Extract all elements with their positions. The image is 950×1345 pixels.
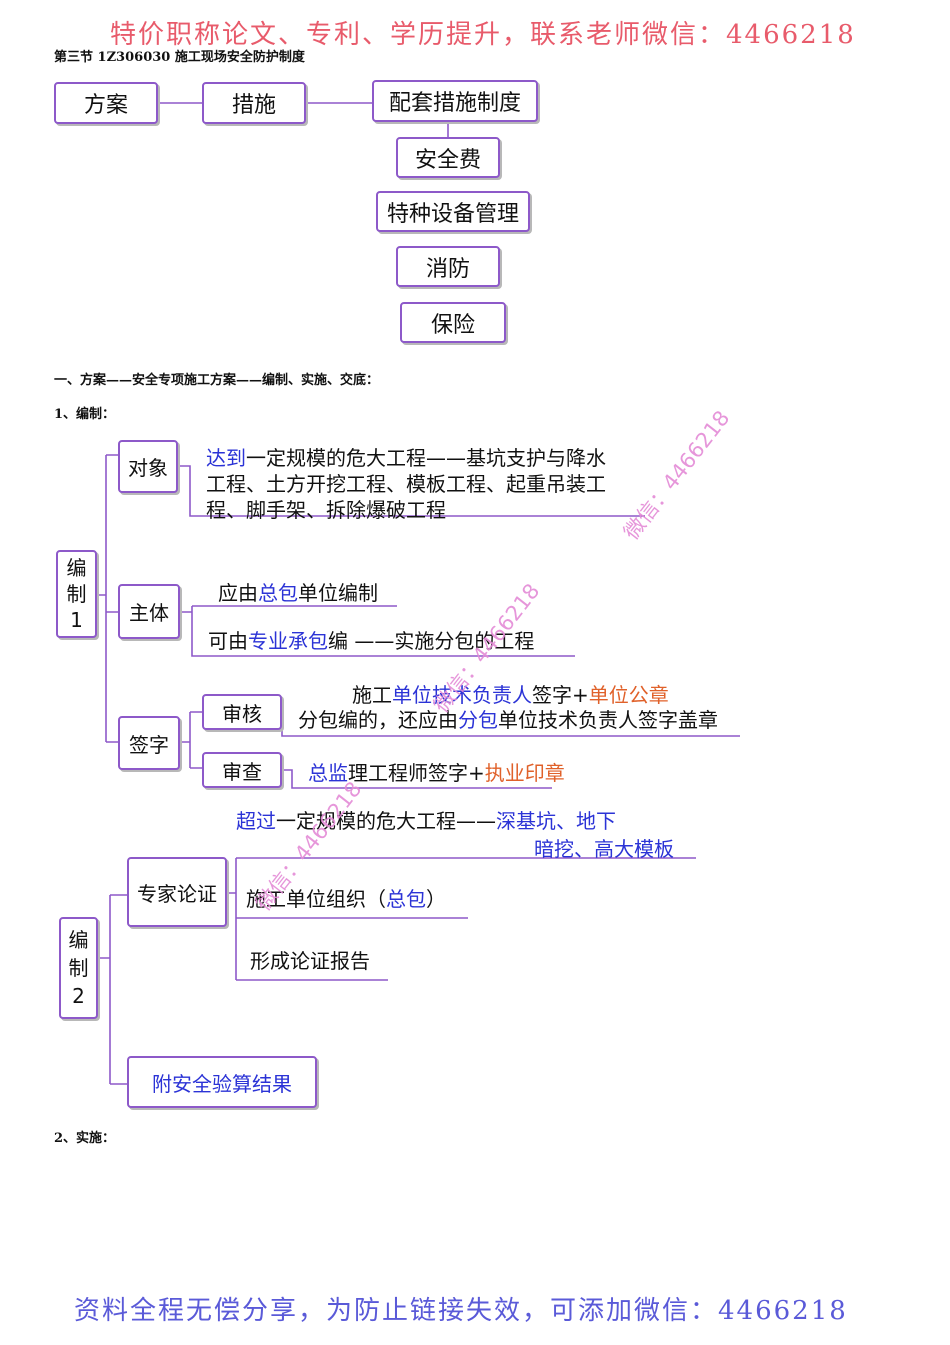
safety-fee-box: 安全费 bbox=[396, 137, 500, 178]
compile2-root-char: 2 bbox=[72, 984, 85, 1008]
bottom-banner: 资料全程无偿分享，为防止链接失效，可添加微信：4466218 bbox=[74, 1296, 848, 1326]
attach-result-box: 附安全验算结果 bbox=[127, 1056, 317, 1108]
subject-box: 主体 bbox=[118, 584, 180, 639]
measures-label: 措施 bbox=[231, 93, 276, 118]
measures-box: 措施 bbox=[202, 82, 306, 124]
chief-supervisor-text: 总监 bbox=[308, 761, 348, 785]
top-banner: 特价职称论文、专利、学历提升，联系老师微信：4466218 bbox=[110, 20, 856, 50]
tech-lead-text: 单位技术负责人 bbox=[392, 683, 532, 707]
compile2-root-char: 编 bbox=[68, 928, 89, 952]
attach-result-label: 附安全验算结果 bbox=[152, 1071, 292, 1096]
review-l2-a: 分包编的，还应由 bbox=[298, 708, 458, 732]
subject-l1-c: 单位编制 bbox=[298, 581, 378, 605]
organize-line: 施工单位组织（总包） bbox=[246, 883, 446, 912]
review-l2-c: 单位技术负责人签字盖章 bbox=[498, 708, 718, 732]
expert-review-label: 专家论证 bbox=[137, 881, 217, 906]
subcontract-text: 分包 bbox=[458, 708, 498, 732]
object-box: 对象 bbox=[118, 440, 178, 493]
subject-line-2: 可由专业承包编 ——实施分包的工程 bbox=[208, 625, 534, 654]
org-general-contractor: 总包 bbox=[386, 887, 426, 911]
compile1-root-char: 1 bbox=[70, 608, 83, 632]
heading-implement: 2、实施： bbox=[54, 1131, 116, 1146]
review-l1-c: 签字+ bbox=[532, 683, 589, 707]
review-label: 审核 bbox=[222, 701, 262, 726]
heading-compile: 1、编制： bbox=[54, 407, 116, 422]
object-line-1: 达到一定规模的危大工程——基坑支护与降水 bbox=[206, 442, 606, 471]
subject-label: 主体 bbox=[129, 601, 169, 625]
org-c: ） bbox=[426, 887, 446, 911]
expert-review-box: 专家论证 bbox=[127, 857, 227, 927]
exceed-b: 一定规模的危大工程—— bbox=[276, 809, 496, 833]
insurance-label: 保险 bbox=[430, 312, 475, 338]
company-seal-text: 单位公章 bbox=[588, 683, 669, 707]
safety-fee-label: 安全费 bbox=[414, 147, 481, 173]
fire-protection-label: 消防 bbox=[425, 256, 470, 282]
general-contractor-text: 总包 bbox=[258, 581, 298, 605]
compile1-root-char: 编 bbox=[66, 556, 87, 580]
object-line-3: 程、脚手架、拆除爆破工程 bbox=[206, 498, 446, 522]
compile1-root-char: 制 bbox=[66, 582, 87, 606]
subject-l2-c: 编 ——实施分包的工程 bbox=[328, 629, 535, 653]
supporting-measures-box: 配套措施制度 bbox=[372, 80, 538, 122]
deep-pit-text: 深基坑、地下 bbox=[496, 809, 616, 833]
check-line: 总监理工程师签字+执业印章 bbox=[308, 757, 565, 786]
practice-seal-text: 执业印章 bbox=[484, 761, 565, 785]
object-line-2: 工程、土方开挖工程、模板工程、起重吊装工 bbox=[206, 472, 606, 496]
object-line-1-text: 一定规模的危大工程——基坑支护与降水 bbox=[246, 446, 606, 470]
subject-line-1: 应由总包单位编制 bbox=[218, 577, 378, 606]
sign-box: 签字 bbox=[118, 716, 180, 770]
plan-box: 方案 bbox=[54, 82, 158, 124]
review-box: 审核 bbox=[202, 694, 282, 730]
heading-plan: 一、方案——安全专项施工方案——编制、实施、交底： bbox=[54, 373, 380, 388]
compile2-root-box: 编 制 2 bbox=[59, 917, 98, 1019]
sign-label: 签字 bbox=[129, 732, 169, 757]
special-equipment-box: 特种设备管理 bbox=[376, 191, 530, 232]
supporting-measures-label: 配套措施制度 bbox=[388, 91, 521, 116]
org-a: 施工单位组织（ bbox=[246, 887, 386, 911]
report-line: 形成论证报告 bbox=[250, 949, 370, 973]
check-box: 审查 bbox=[202, 752, 282, 788]
exceed-line-2: 暗挖、高大模板 bbox=[534, 837, 674, 861]
specialty-contractor-text: 专业承包 bbox=[248, 629, 328, 653]
special-equipment-label: 特种设备管理 bbox=[386, 201, 519, 227]
exceed-line-1: 超过一定规模的危大工程——深基坑、地下 bbox=[236, 805, 616, 834]
review-line-1: 施工单位技术负责人签字+单位公章 bbox=[352, 679, 669, 708]
subject-l1-a: 应由 bbox=[218, 581, 258, 605]
compile2-root-char: 制 bbox=[68, 956, 89, 980]
check-b: 理工程师签字+ bbox=[348, 761, 485, 785]
review-line-2: 分包编的，还应由分包单位技术负责人签字盖章 bbox=[298, 704, 718, 733]
section-title: 第三节 1Z306030 施工现场安全防护制度 bbox=[54, 50, 305, 65]
review-l1-a: 施工 bbox=[352, 683, 392, 707]
check-label: 审查 bbox=[222, 759, 262, 784]
reach-text: 达到 bbox=[206, 446, 246, 470]
object-label: 对象 bbox=[128, 456, 168, 480]
fire-protection-box: 消防 bbox=[396, 246, 500, 287]
compile1-root-box: 编 制 1 bbox=[56, 550, 97, 638]
plan-label: 方案 bbox=[83, 93, 128, 118]
exceed-text: 超过 bbox=[236, 809, 276, 833]
subject-l2-a: 可由 bbox=[208, 629, 248, 653]
insurance-box: 保险 bbox=[400, 302, 506, 343]
